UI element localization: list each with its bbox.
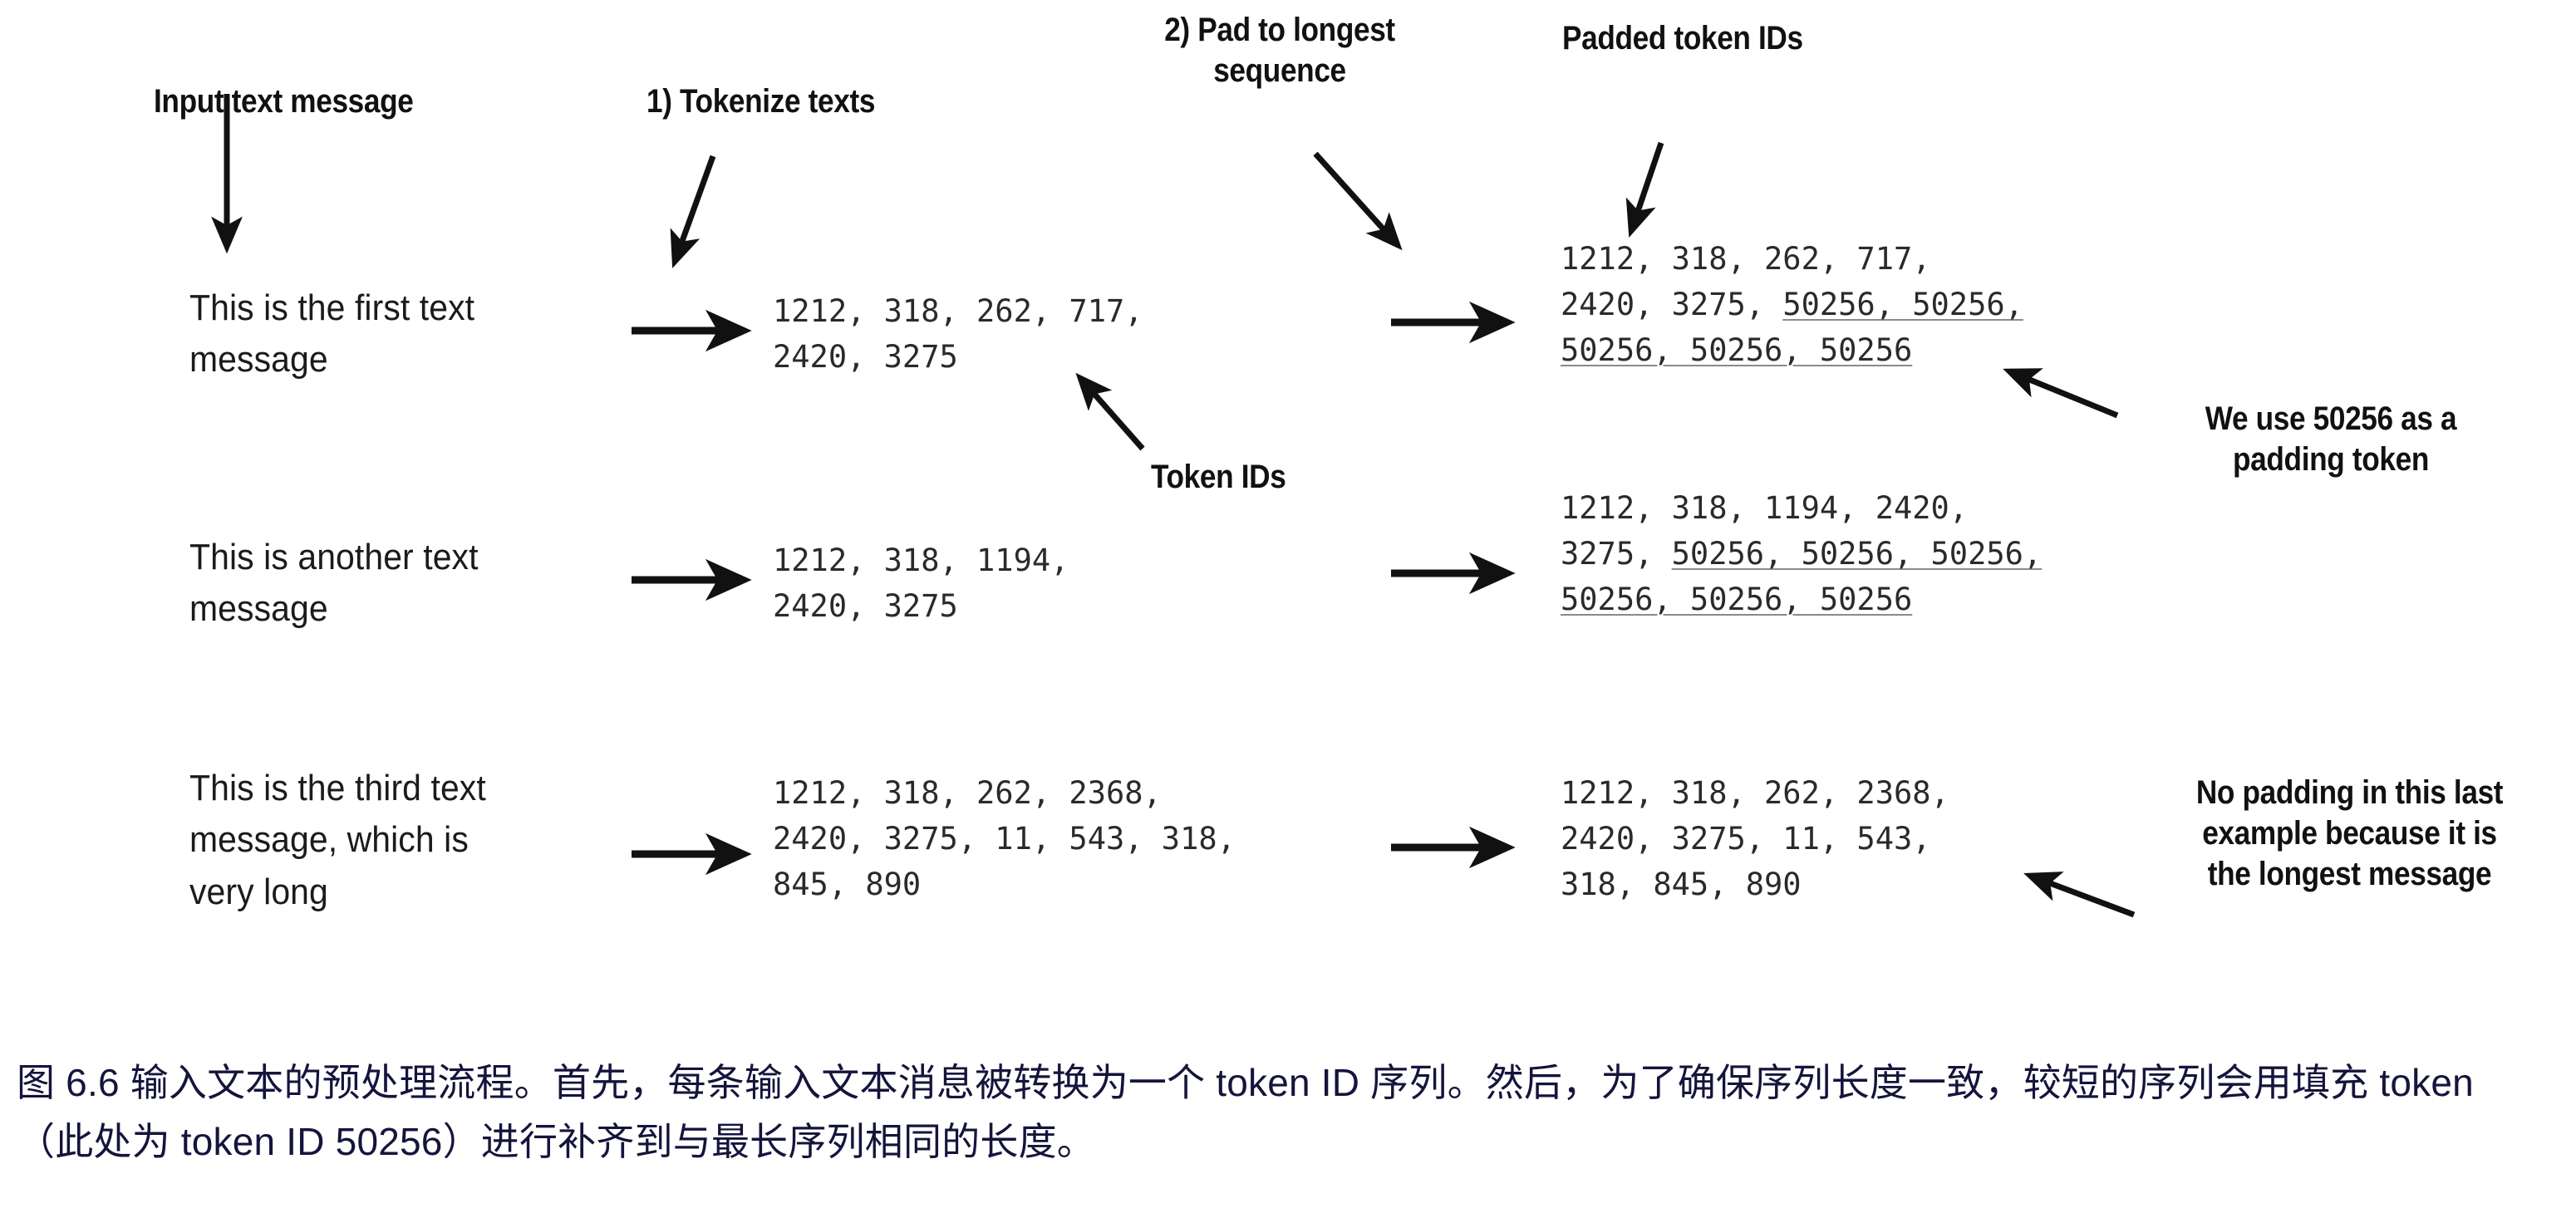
label-no-padding-note: No padding in this last example because … [2195,774,2504,892]
arrow-token-ids-callout [1075,372,1145,451]
figure-caption: 图 6.6 输入文本的预处理流程。首先，每条输入文本消息被转换为一个 token… [17,1061,2474,1164]
label-pad-to-longest-sequence: 2) Pad to longest sequence [1164,12,1395,89]
padding-tokens-1b: 50256, 50256, 50256 [1561,331,1913,368]
label-tokenize-texts: 1) Tokenize texts [646,83,876,120]
padded-token-ids-1: 1212, 318, 262, 717, 2420, 3275, 50256, … [1561,237,2023,373]
padding-tokens-2b: 50256, 50256, 50256 [1561,581,1913,617]
label-input-text-message: Input text message [154,83,414,120]
arrow-pad-to-longest [1313,151,1403,251]
label-padded-token-ids: Padded token IDs [1562,20,1803,56]
arrow-padding-note-callout [2003,368,2119,419]
token-ids-3: 1212, 318, 262, 2368, 2420, 3275, 11, 54… [773,775,1236,902]
arrow-no-padding-note-callout [2023,872,2136,918]
input-message-3: This is the third text message, which is… [189,768,486,912]
token-ids-1: 1212, 318, 262, 717, 2420, 3275 [773,293,1143,375]
arrow-padded-token-ids [1625,141,1664,238]
label-token-ids-callout: Token IDs [1151,459,1286,495]
padded-token-ids-3: 1212, 318, 262, 2368, 2420, 3275, 11, 54… [1561,775,1949,902]
padded-prefix-1: 1212, 318, 262, 717, 2420, 3275, [1561,241,1931,322]
padded-prefix-2: 1212, 318, 1194, 2420, 3275, [1561,490,1969,572]
padding-tokens-2a: 50256, 50256, 50256, [1671,535,2043,572]
input-message-1: This is the first text message [189,287,475,381]
label-padding-token-note: We use 50256 as a padding token [2205,400,2457,478]
padding-tokens-1a: 50256, 50256, [1782,286,2023,322]
arrow-tokenize-texts [670,155,716,268]
token-ids-2: 1212, 318, 1194, 2420, 3275 [773,543,1069,624]
input-message-2: This is another text message [189,537,479,630]
padded-token-ids-2: 1212, 318, 1194, 2420, 3275, 50256, 5025… [1561,486,2042,622]
